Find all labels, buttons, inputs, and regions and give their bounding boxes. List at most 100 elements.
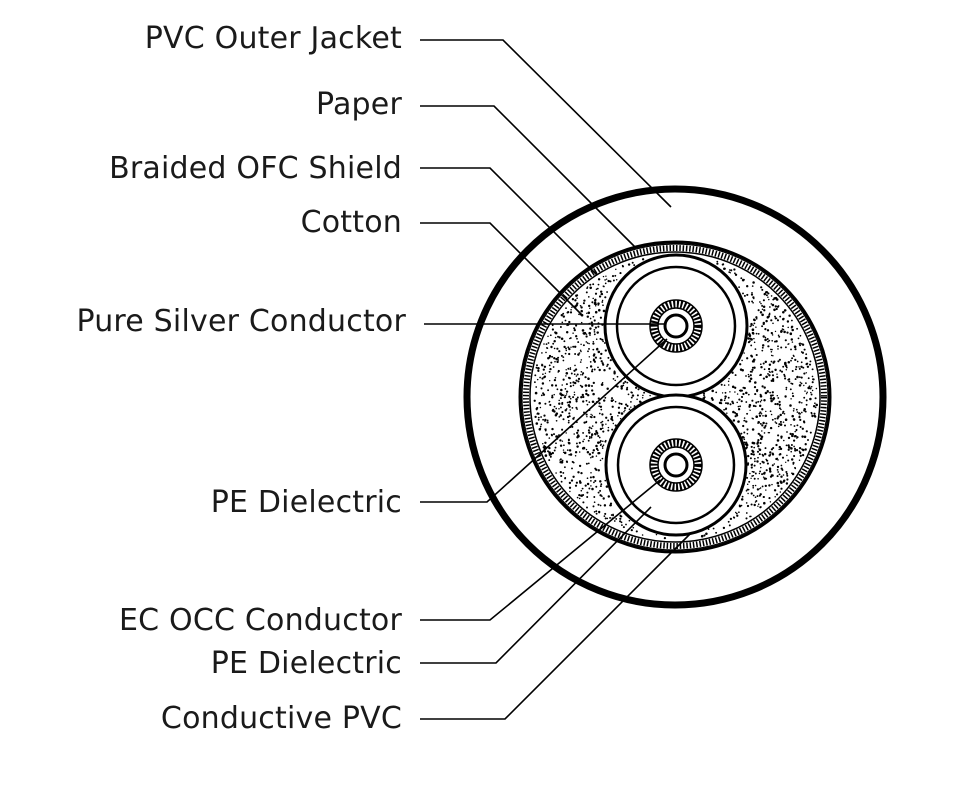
stipple-dot [774, 340, 776, 343]
stipple-dot [776, 319, 779, 322]
stipple-dot [746, 428, 749, 431]
stipple-dot [783, 424, 787, 427]
stipple-dot [575, 379, 578, 382]
stipple-dot [594, 298, 597, 301]
stipple-dot [763, 292, 767, 296]
stipple-dot [790, 338, 794, 341]
stipple-dot [595, 303, 597, 306]
stipple-dot [547, 342, 550, 344]
stipple-dot [803, 384, 805, 387]
stipple-dot [573, 369, 576, 372]
stipple-dot [594, 479, 597, 482]
stipple-dot [774, 368, 777, 372]
stipple-dot [593, 333, 596, 336]
stipple-dot [597, 278, 601, 281]
stipple-dot [761, 288, 764, 291]
stipple-dot [615, 279, 618, 281]
stipple-dot [534, 381, 536, 384]
stipple-dot [580, 306, 583, 309]
stipple-dot [765, 294, 768, 297]
stipple-dot [742, 386, 745, 389]
stipple-dot [746, 285, 749, 288]
stipple-dot [634, 386, 638, 389]
stipple-dot [775, 443, 778, 447]
stipple-dot [585, 413, 588, 416]
stipple-dot [574, 484, 578, 487]
upper-strand-inner [657, 307, 695, 345]
stipple-dot [545, 433, 548, 436]
stipple-dot [774, 330, 777, 333]
stipple-dot [575, 406, 578, 409]
stipple-dot [771, 464, 774, 467]
stipple-dot [539, 425, 542, 428]
stipple-dot [582, 302, 585, 305]
stipple-dot [771, 483, 773, 486]
stipple-dot [752, 318, 756, 322]
stipple-dot [771, 474, 774, 477]
stipple-dot [751, 331, 755, 335]
stipple-dot [711, 398, 714, 401]
stipple-dot [735, 512, 738, 515]
stipple-dot [592, 297, 594, 300]
stipple-dot [569, 337, 571, 340]
stipple-dot [534, 415, 537, 419]
stipple-dot [762, 476, 765, 478]
stipple-dot [582, 400, 585, 403]
stipple-dot [789, 388, 792, 391]
stipple-dot [728, 524, 731, 527]
stipple-dot [776, 402, 779, 406]
stipple-dot [597, 350, 601, 354]
stipple-dot [809, 397, 812, 401]
stipple-dot [588, 431, 591, 434]
stipple-dot [794, 430, 796, 433]
stipple-dot [623, 410, 625, 413]
stipple-dot [780, 408, 782, 411]
stipple-dot [553, 433, 555, 436]
stipple-dot [775, 298, 779, 301]
stipple-dot [590, 485, 592, 487]
stipple-dot [533, 399, 536, 402]
stipple-dot [715, 391, 718, 394]
stipple-dot [741, 359, 743, 362]
stipple-dot [769, 391, 771, 394]
stipple-dot [750, 322, 753, 326]
stipple-dot [790, 398, 792, 400]
stipple-dot [757, 421, 760, 424]
stipple-dot [782, 474, 785, 476]
stipple-dot [724, 391, 727, 394]
stipple-dot [614, 400, 617, 403]
stipple-dot [601, 338, 603, 341]
stipple-dot [752, 484, 755, 487]
stipple-dot [588, 347, 590, 350]
stipple-dot [574, 353, 577, 355]
stipple-dot [569, 453, 573, 456]
stipple-dot [589, 365, 593, 368]
stipple-dot [539, 376, 541, 379]
stipple-dot [790, 444, 793, 446]
stipple-dot [593, 328, 596, 331]
stipple-dot [736, 414, 739, 417]
stipple-dot [810, 393, 813, 396]
stipple-dot [597, 469, 600, 472]
stipple-dot [771, 377, 775, 381]
stipple-dot [765, 410, 767, 413]
label-pe-dielectric-lower: PE Dielectric [211, 646, 402, 681]
stipple-dot [716, 262, 719, 265]
stipple-dot [725, 402, 727, 405]
stipple-dot [762, 323, 765, 326]
stipple-dot [762, 461, 765, 464]
stipple-dot [655, 533, 658, 536]
stipple-dot [750, 338, 753, 341]
stipple-dot [595, 455, 598, 457]
stipple-dot [811, 389, 814, 392]
stipple-dot [568, 486, 572, 489]
stipple-dot [562, 449, 565, 451]
stipple-dot [739, 363, 742, 366]
stipple-dot [794, 368, 797, 371]
stipple-dot [796, 424, 799, 427]
stipple-dot [544, 441, 547, 445]
stipple-dot [586, 403, 589, 406]
stipple-dot [559, 414, 563, 417]
stipple-dot [609, 504, 612, 507]
stipple-dot [772, 298, 775, 301]
